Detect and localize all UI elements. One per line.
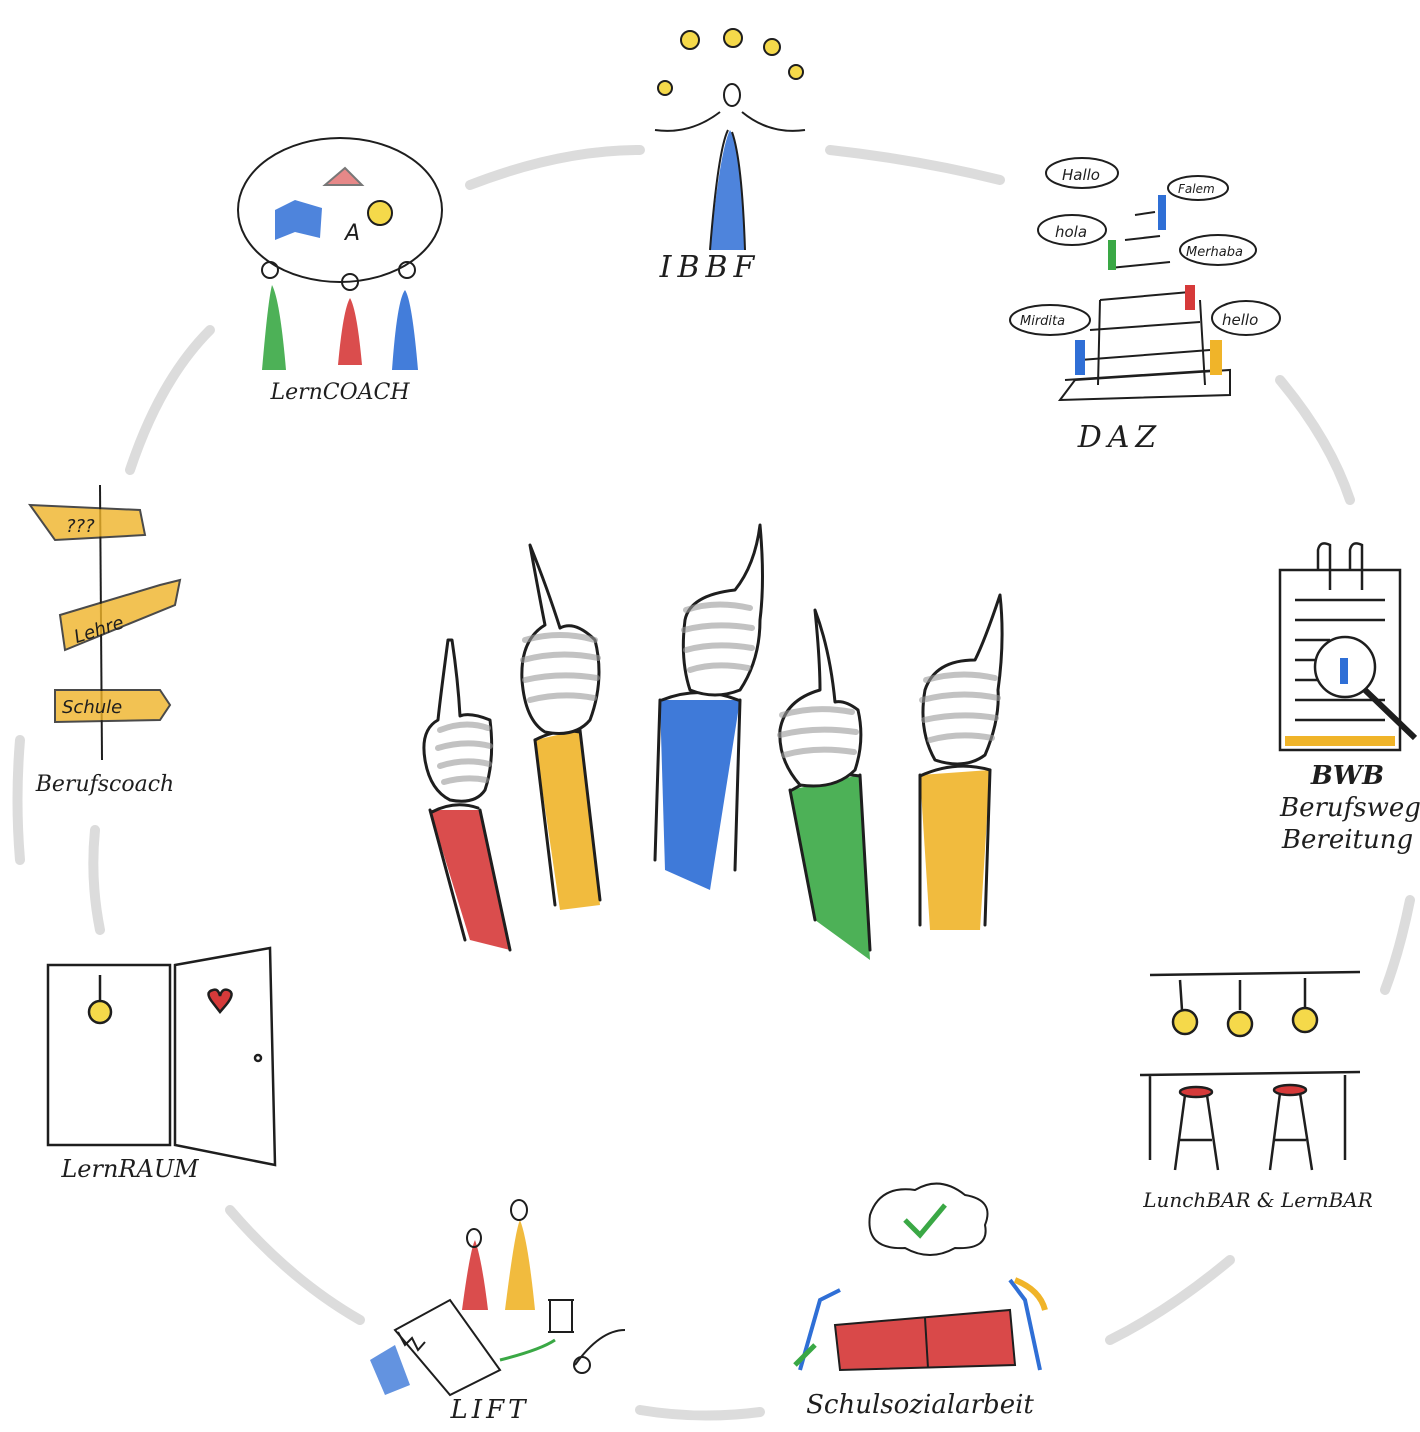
ibbf-icon — [654, 28, 806, 251]
arm-green — [777, 608, 872, 960]
daz-icon — [1009, 157, 1281, 402]
lightbulb-icons — [657, 28, 804, 96]
lunchbar-icon — [1139, 970, 1361, 1171]
label-lift: LIFT — [450, 1395, 530, 1425]
label-bwb-line3: Bereitung — [1281, 825, 1414, 855]
arm-blue — [653, 523, 764, 890]
label-bwb-line2: Berufsweg — [1280, 793, 1420, 823]
thumbs-up-arms — [422, 523, 1004, 960]
label-berufscoach: Berufscoach — [35, 772, 175, 797]
daz-greetings: Hallo Falem hola Merhaba Mirdita hello — [1020, 166, 1258, 329]
greeting-mirdita: Mirdita — [1020, 314, 1065, 329]
schulsozialarbeit-icon — [793, 1182, 1048, 1372]
label-bwb: BWB Berufsweg Bereitung — [1280, 760, 1420, 856]
label-bwb-line1: BWB — [1310, 761, 1385, 791]
label-daz: DAZ — [1077, 420, 1163, 455]
cycle-ring — [12, 145, 1415, 1421]
greeting-merhaba: Merhaba — [1186, 245, 1243, 260]
sign-schule: Schule — [62, 697, 122, 718]
svg-text:A: A — [343, 221, 360, 246]
sign-question: ??? — [66, 516, 95, 537]
label-lernraum: LernRAUM — [61, 1155, 199, 1183]
berufscoach-icon — [27, 484, 182, 761]
arm-yellow-1 — [520, 543, 602, 910]
label-lerncoach: LernCOACH — [270, 380, 410, 405]
speech-bubbles — [1009, 157, 1281, 336]
lerncoach-icon: A — [237, 137, 443, 370]
greeting-hallo: Hallo — [1062, 166, 1100, 184]
arm-red — [422, 638, 512, 952]
lernraum-icon — [46, 946, 277, 1167]
label-schulsozialarbeit: Schulsozialarbeit — [806, 1390, 1034, 1420]
bwb-icon — [1278, 542, 1418, 752]
label-ibbf: IBBF — [659, 250, 761, 285]
lift-icon — [370, 1199, 626, 1397]
greeting-falem: Falem — [1178, 182, 1215, 196]
greeting-hello: hello — [1222, 311, 1258, 329]
arm-yellow-2 — [918, 593, 1004, 930]
greeting-hola: hola — [1055, 223, 1087, 241]
label-lunchbar: LunchBAR & LernBAR — [1143, 1188, 1373, 1212]
